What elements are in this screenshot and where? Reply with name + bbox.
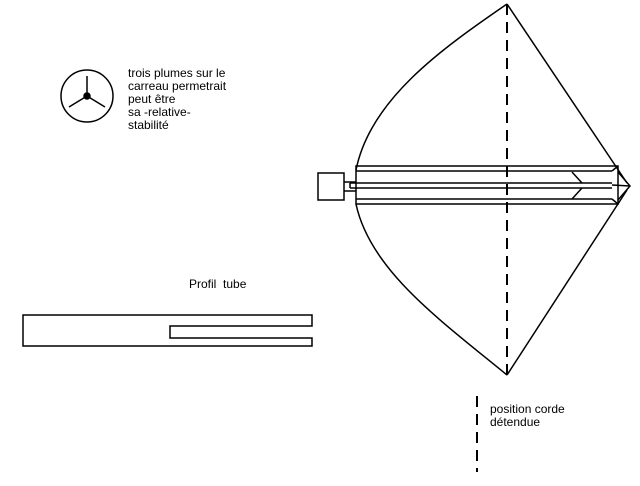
fletch-mark-bottom [571,187,583,200]
bow-string-lower [506,189,628,376]
tip-bevel [611,165,619,205]
fletching-note-line: carreau permetrait [128,79,227,93]
bow-limb-upper [355,3,508,171]
stock-butt [317,172,345,201]
fletching-circle [60,69,114,123]
string-legend-line: détendue [490,415,541,429]
string-legend-line: position corde [490,402,565,416]
bow-limb-lower [355,203,508,376]
crossbow-top-view-drawing [317,3,631,376]
fletching-note-line: stabilité [128,118,169,132]
fletch-mark-top [571,171,583,184]
tube-profile-drawing [22,314,313,347]
tube-profile-label-text: Profil tube [189,277,247,291]
fletching-note-line: sa -relative- [128,105,191,119]
fletching-note-line: peut être [128,92,176,106]
three-vane-fletching-icon [60,69,114,123]
bow-string-upper [506,3,628,184]
shaft-center [83,92,91,100]
tube-outline [22,314,313,347]
fletching-note-line: trois plumes sur le [128,66,226,80]
string-legend: position corde détendue [490,403,565,429]
fletching-note: trois plumes sur le carreau permetrait p… [128,67,226,132]
bolt-head-axis [611,184,631,187]
tube-profile-label: Profil tube [189,278,246,291]
